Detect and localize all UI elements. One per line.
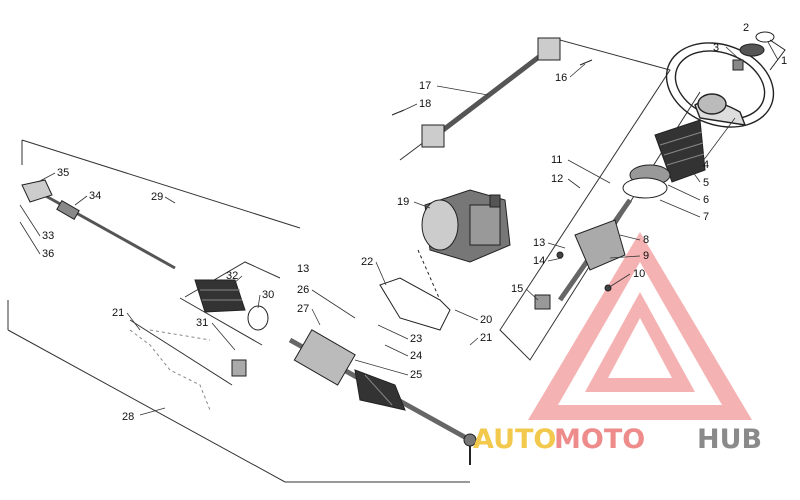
part-label-34: 34 xyxy=(89,190,101,202)
part-label-2: 2 xyxy=(743,22,749,34)
frame-reference xyxy=(129,329,211,411)
part-label-7: 7 xyxy=(703,211,709,223)
part-label-8: 8 xyxy=(643,234,649,246)
steering-wheel xyxy=(665,42,775,128)
part-label-30: 30 xyxy=(262,289,274,301)
part-label-25: 25 xyxy=(410,369,422,381)
part-label-10: 10 xyxy=(633,268,645,280)
part-label-24: 24 xyxy=(410,350,422,362)
steering-rack xyxy=(288,329,477,465)
part-label-15: 15 xyxy=(511,283,523,295)
part-label-11: 11 xyxy=(551,154,562,166)
leader-lines xyxy=(19,41,779,416)
part-label-19: 19 xyxy=(397,196,409,208)
part-label-35: 35 xyxy=(57,167,69,179)
watermark-logo-triangle xyxy=(528,232,752,420)
part-label-9: 9 xyxy=(643,250,649,262)
part-label-18: 18 xyxy=(419,98,431,110)
part-label-6: 6 xyxy=(703,194,709,206)
part-label-13-lower: 13 xyxy=(297,263,309,275)
part-label-4: 4 xyxy=(703,159,709,171)
column-boot xyxy=(622,119,706,199)
part-label-14: 14 xyxy=(533,255,545,267)
part-label-5: 5 xyxy=(703,177,709,189)
part-label-21-right: 21 xyxy=(480,332,492,344)
part-label-29: 29 xyxy=(151,191,163,203)
watermark-text: AUTO MOTO HUB xyxy=(473,424,762,455)
part-number-labels: 1 2 3 4 5 6 7 8 9 10 11 12 13 13 14 15 1… xyxy=(42,22,787,423)
part-label-21-left: 21 xyxy=(112,307,124,319)
part-label-17: 17 xyxy=(419,80,431,92)
part-label-32: 32 xyxy=(226,270,238,282)
part-label-16: 16 xyxy=(555,72,567,84)
part-label-20: 20 xyxy=(480,314,492,326)
wheel-cap-parts xyxy=(732,31,786,71)
part-label-27: 27 xyxy=(297,303,309,315)
part-label-36: 36 xyxy=(42,248,54,260)
part-label-13-upper: 13 xyxy=(533,237,545,249)
part-label-12: 12 xyxy=(551,173,563,185)
part-label-33: 33 xyxy=(42,230,54,242)
part-label-26: 26 xyxy=(297,284,309,296)
part-label-3: 3 xyxy=(713,42,719,54)
watermark-moto: MOTO xyxy=(554,424,645,455)
part-label-23: 23 xyxy=(410,333,422,345)
intermediate-shaft xyxy=(391,37,593,148)
part-label-28: 28 xyxy=(122,411,134,423)
part-label-22: 22 xyxy=(361,256,373,268)
part-label-1: 1 xyxy=(781,55,787,67)
part-label-31: 31 xyxy=(196,317,208,329)
watermark-hub: HUB xyxy=(697,424,762,455)
watermark-auto: AUTO xyxy=(473,424,556,455)
mount-bracket xyxy=(379,249,451,331)
tierod-group-outline xyxy=(7,139,470,483)
tie-rod xyxy=(21,179,269,377)
eps-unit xyxy=(421,189,511,263)
